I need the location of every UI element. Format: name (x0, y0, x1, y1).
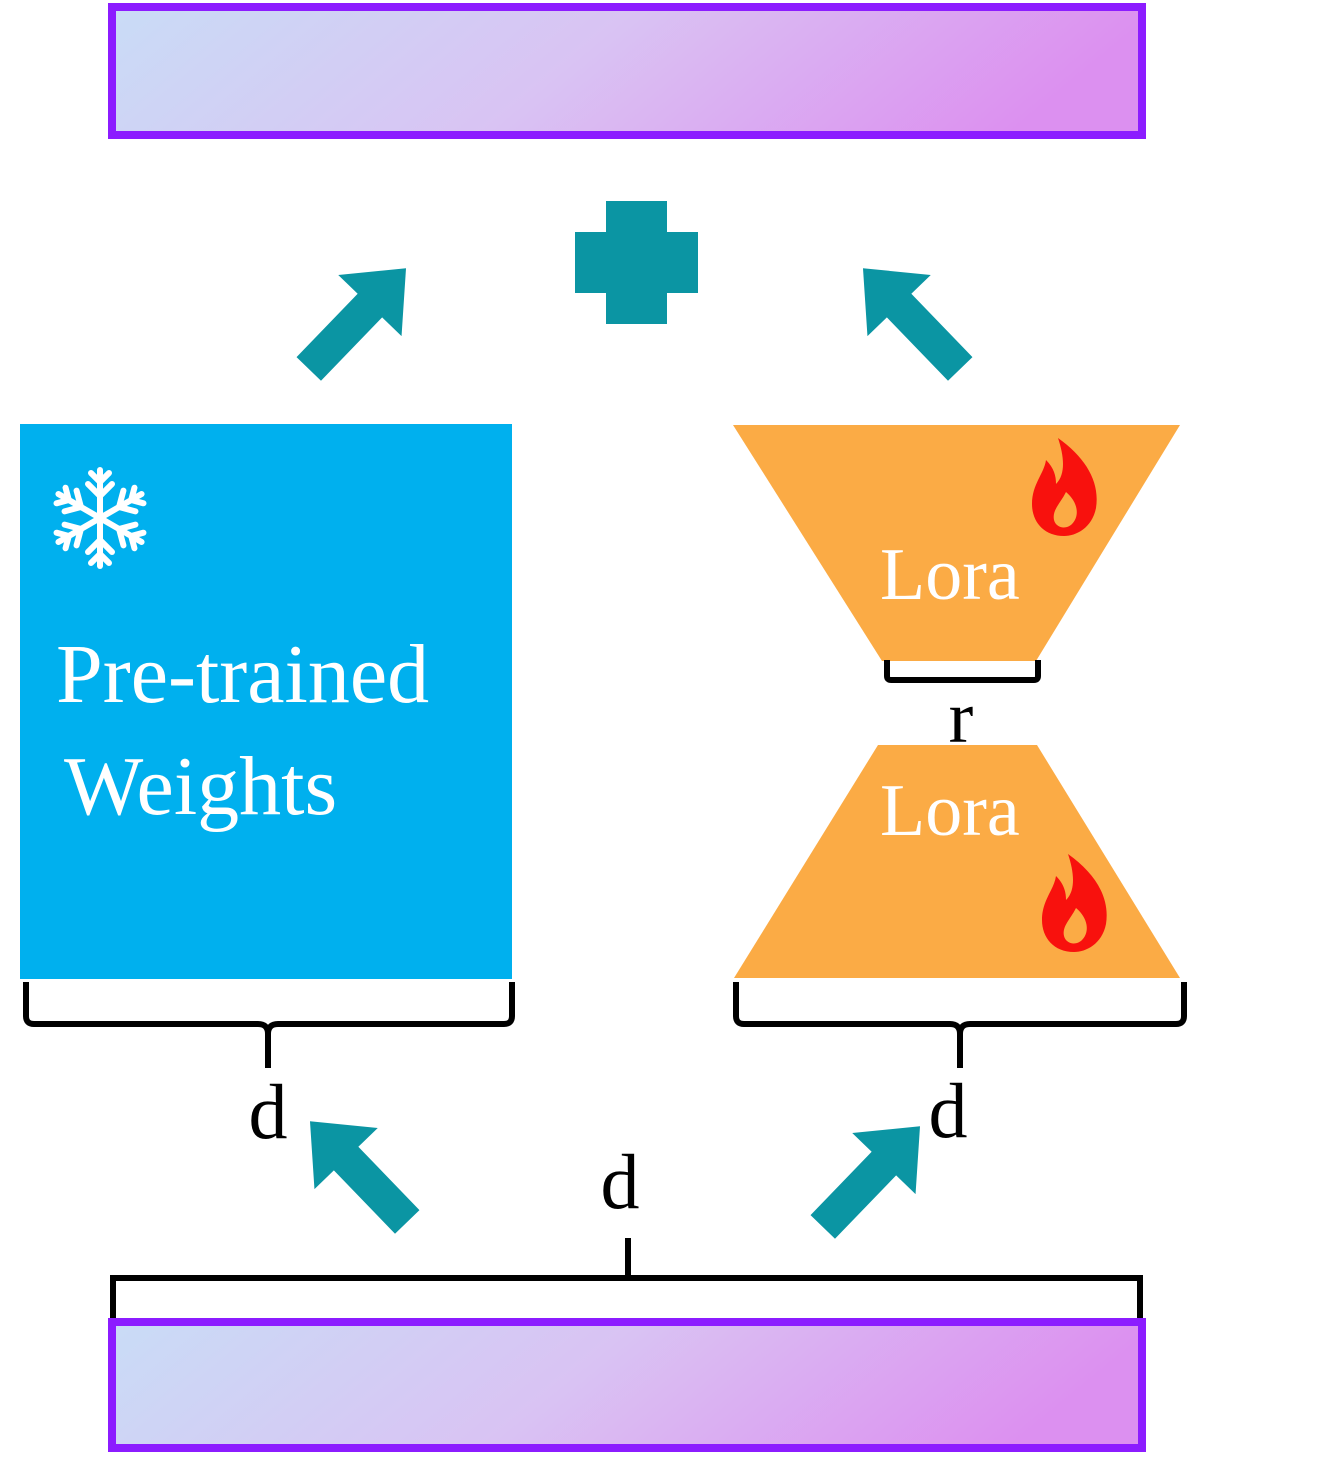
weights-label-line1: Pre-trained (56, 628, 429, 721)
output-bar (108, 3, 1146, 139)
arrow-input-to-weights (278, 1090, 439, 1253)
lora-top-label: Lora (880, 534, 1020, 616)
rank-brace (884, 660, 1041, 683)
weights-width-brace (23, 982, 515, 1068)
snowflake-icon (52, 467, 147, 566)
arrow-weights-to-sum (277, 237, 438, 400)
input-width-label: d (601, 1138, 640, 1225)
weights-width-label: d (249, 1068, 288, 1155)
input-width-brace (110, 1238, 1143, 1318)
arrow-lora-to-sum (831, 237, 992, 400)
plus-icon (575, 201, 698, 324)
lora-bottom-label: Lora (880, 770, 1020, 852)
input-bar (108, 1318, 1146, 1452)
lora-width-brace (733, 982, 1187, 1068)
weights-label-line2: Weights (64, 740, 337, 833)
lora-width-label: d (929, 1067, 968, 1154)
